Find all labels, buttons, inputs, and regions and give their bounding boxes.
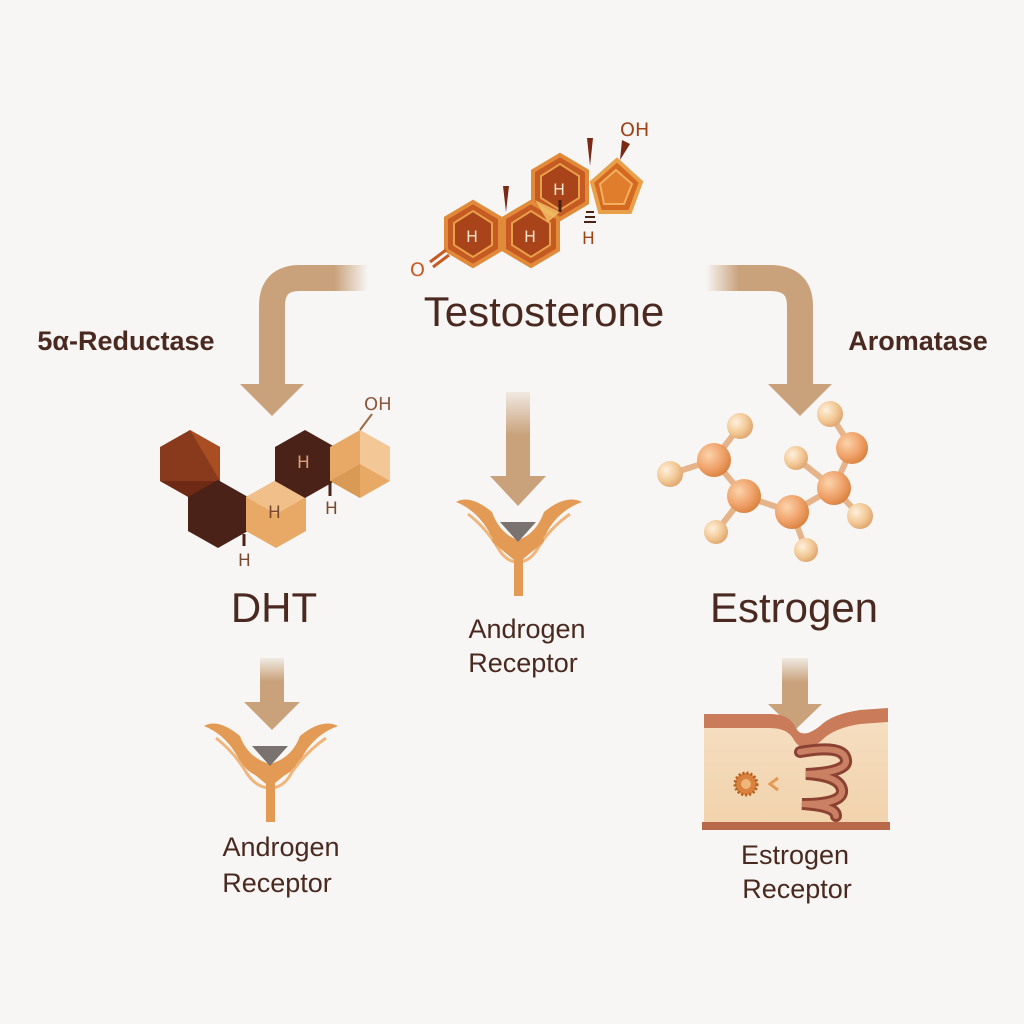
center-receptor-label-line1: Androgen — [468, 614, 585, 644]
testosterone-oh-label: OH — [620, 119, 649, 141]
estrogen-atoms — [657, 401, 873, 562]
dht-h-label-c: H — [325, 499, 338, 519]
arrow-center-head — [490, 476, 546, 506]
dht-h-label-b: H — [268, 503, 281, 523]
testosterone-h-label-c: H — [553, 180, 565, 199]
arrow-to-dht — [259, 265, 368, 386]
arrow-estrogen-to-receptor-shaft — [782, 658, 808, 706]
testosterone-label: Testosterone — [424, 288, 664, 335]
dht-molecule: OH H H H — [160, 394, 392, 548]
dht-label: DHT — [231, 584, 317, 631]
arrow-dht-to-receptor-shaft — [260, 658, 284, 704]
dht-h-label-d: H — [238, 551, 251, 571]
arrow-to-dht-head — [240, 384, 304, 416]
left-androgen-receptor-icon — [204, 723, 338, 822]
right-receptor-label-line2: Receptor — [742, 874, 852, 904]
testosterone-h-label-a: H — [466, 227, 478, 246]
testosterone-o-label: O — [410, 259, 425, 281]
dht-h-label-a: H — [297, 453, 310, 473]
arrow-center-shaft — [506, 392, 530, 478]
estrogen-receptor-membrane — [702, 708, 890, 830]
left-receptor-label-line1: Androgen — [222, 832, 339, 862]
arrow-estrogen-to-receptor-head — [768, 704, 822, 730]
testosterone-molecule: OH O H H H H — [410, 119, 649, 281]
left-receptor-label-line2: Receptor — [222, 868, 332, 898]
arrow-to-estrogen-head — [768, 384, 832, 416]
testosterone-h-label-b: H — [524, 227, 536, 246]
center-receptor-label-line2: Receptor — [468, 648, 578, 678]
enzyme-5a-reductase-label: 5α-Reductase — [37, 326, 214, 356]
arrow-to-estrogen — [706, 265, 813, 386]
dht-oh-label: OH — [364, 394, 392, 415]
center-androgen-receptor-icon — [456, 499, 582, 596]
testosterone-h-label-d: H — [582, 229, 595, 249]
right-receptor-label-line1: Estrogen — [741, 840, 849, 870]
enzyme-aromatase-label: Aromatase — [848, 326, 988, 356]
arrow-dht-to-receptor-head — [244, 702, 300, 730]
estrogen-label: Estrogen — [710, 584, 878, 631]
